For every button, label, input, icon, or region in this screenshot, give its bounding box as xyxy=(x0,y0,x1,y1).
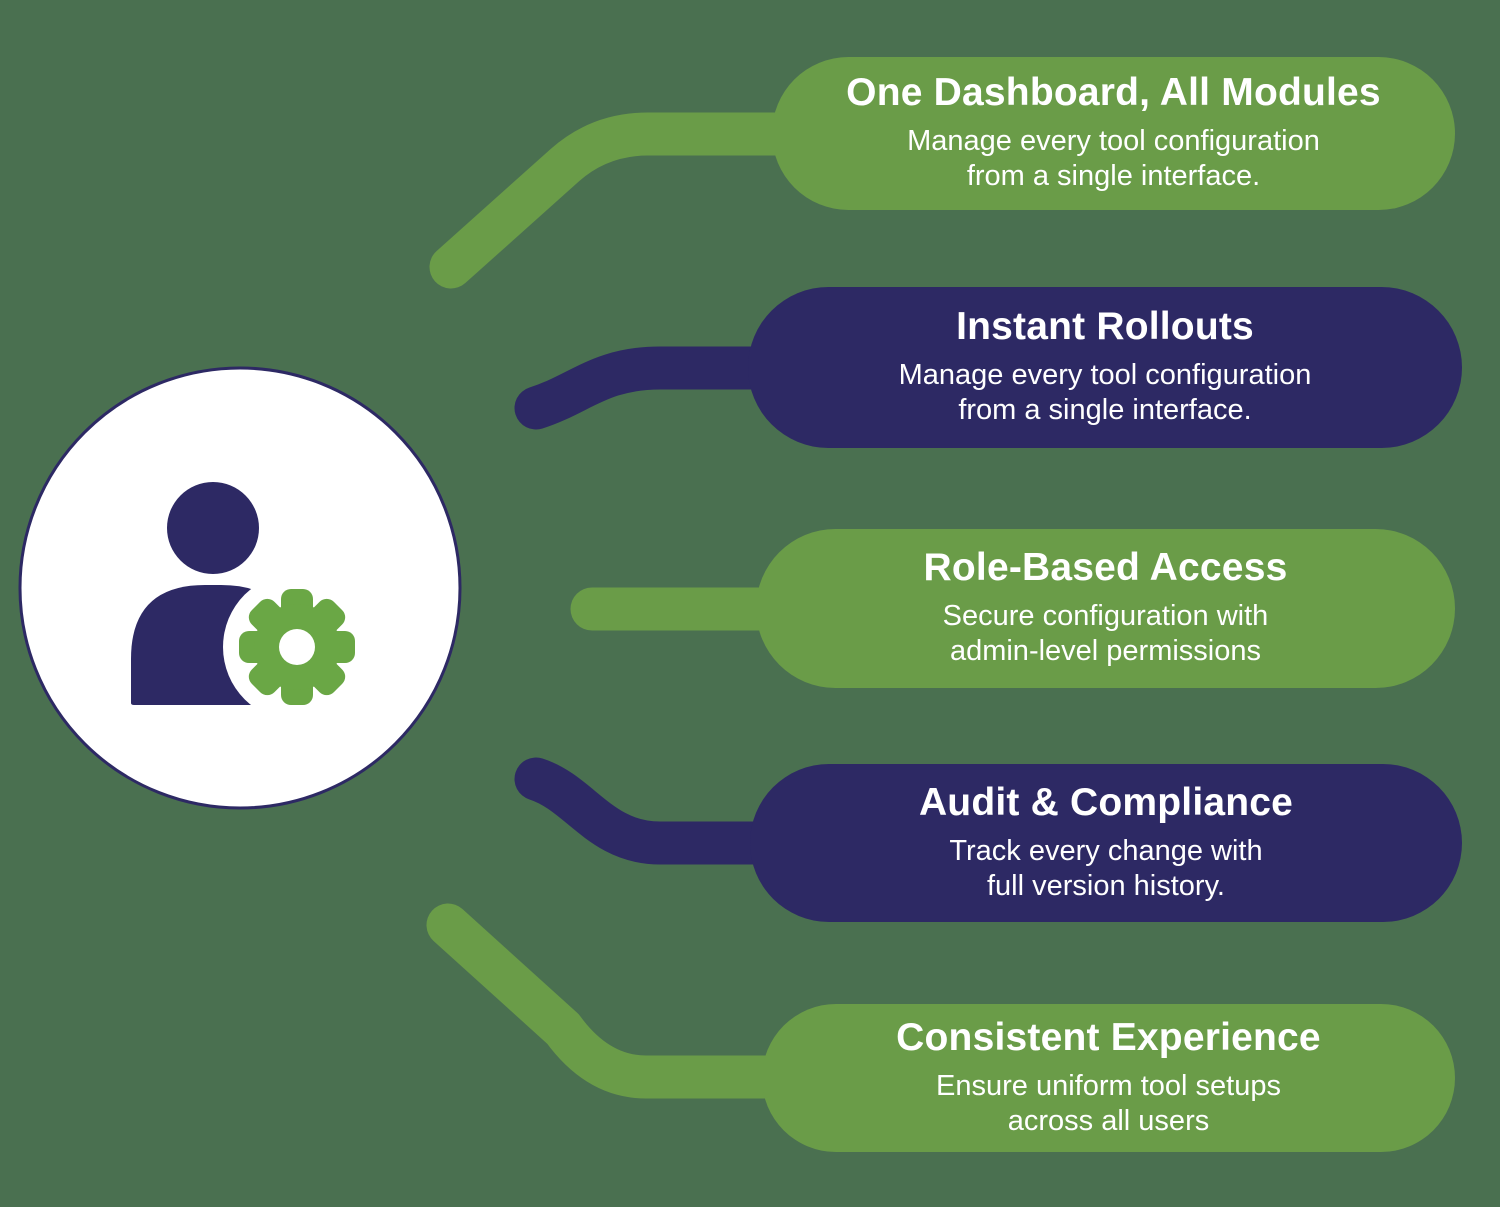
card-description-line1: Secure configuration with xyxy=(942,600,1269,633)
card-title: One Dashboard, All Modules xyxy=(846,71,1381,115)
connector-line-2 xyxy=(514,346,852,430)
card-title: Consistent Experience xyxy=(896,1015,1321,1059)
gear-hole xyxy=(279,629,315,665)
connector-line-4 xyxy=(514,757,852,865)
card-title: Role-Based Access xyxy=(923,546,1288,590)
card-description: Ensure uniform tool setups across all us… xyxy=(936,1069,1281,1140)
card-description-line1: Ensure uniform tool setups xyxy=(936,1069,1281,1102)
user-gear-badge xyxy=(18,366,462,810)
connector-line-1 xyxy=(429,112,852,289)
person-head xyxy=(167,482,259,574)
card-title: Audit & Compliance xyxy=(918,780,1294,824)
connector-line-5 xyxy=(426,903,852,1099)
card-description-line1: Manage every tool configuration xyxy=(907,125,1320,158)
card-description-line1: Track every change with xyxy=(949,834,1263,867)
card-audit-compliance: Audit & Compliance Track every change wi… xyxy=(750,764,1462,922)
card-description: Manage every tool configuration from a s… xyxy=(899,358,1312,429)
card-description-line2: from a single interface. xyxy=(958,394,1252,427)
card-role-based-access: Role-Based Access Secure configuration w… xyxy=(756,529,1455,688)
card-instant-rollouts: Instant Rollouts Manage every tool confi… xyxy=(748,287,1462,448)
card-one-dashboard: One Dashboard, All Modules Manage every … xyxy=(772,57,1455,210)
card-description-line2: across all users xyxy=(1007,1104,1210,1137)
card-description: Manage every tool configuration from a s… xyxy=(907,124,1320,195)
card-description-line1: Manage every tool configuration xyxy=(898,359,1312,392)
gear-icon xyxy=(239,589,355,705)
card-description-line2: full version history. xyxy=(986,869,1225,902)
card-consistent-experience: Consistent Experience Ensure uniform too… xyxy=(762,1004,1455,1152)
card-description: Track every change with full version his… xyxy=(949,834,1262,905)
card-description-line2: admin-level permissions xyxy=(949,635,1262,668)
card-description-line2: from a single interface. xyxy=(966,160,1261,193)
card-description: Secure configuration with admin-level pe… xyxy=(943,599,1269,670)
card-title: Instant Rollouts xyxy=(956,305,1254,349)
